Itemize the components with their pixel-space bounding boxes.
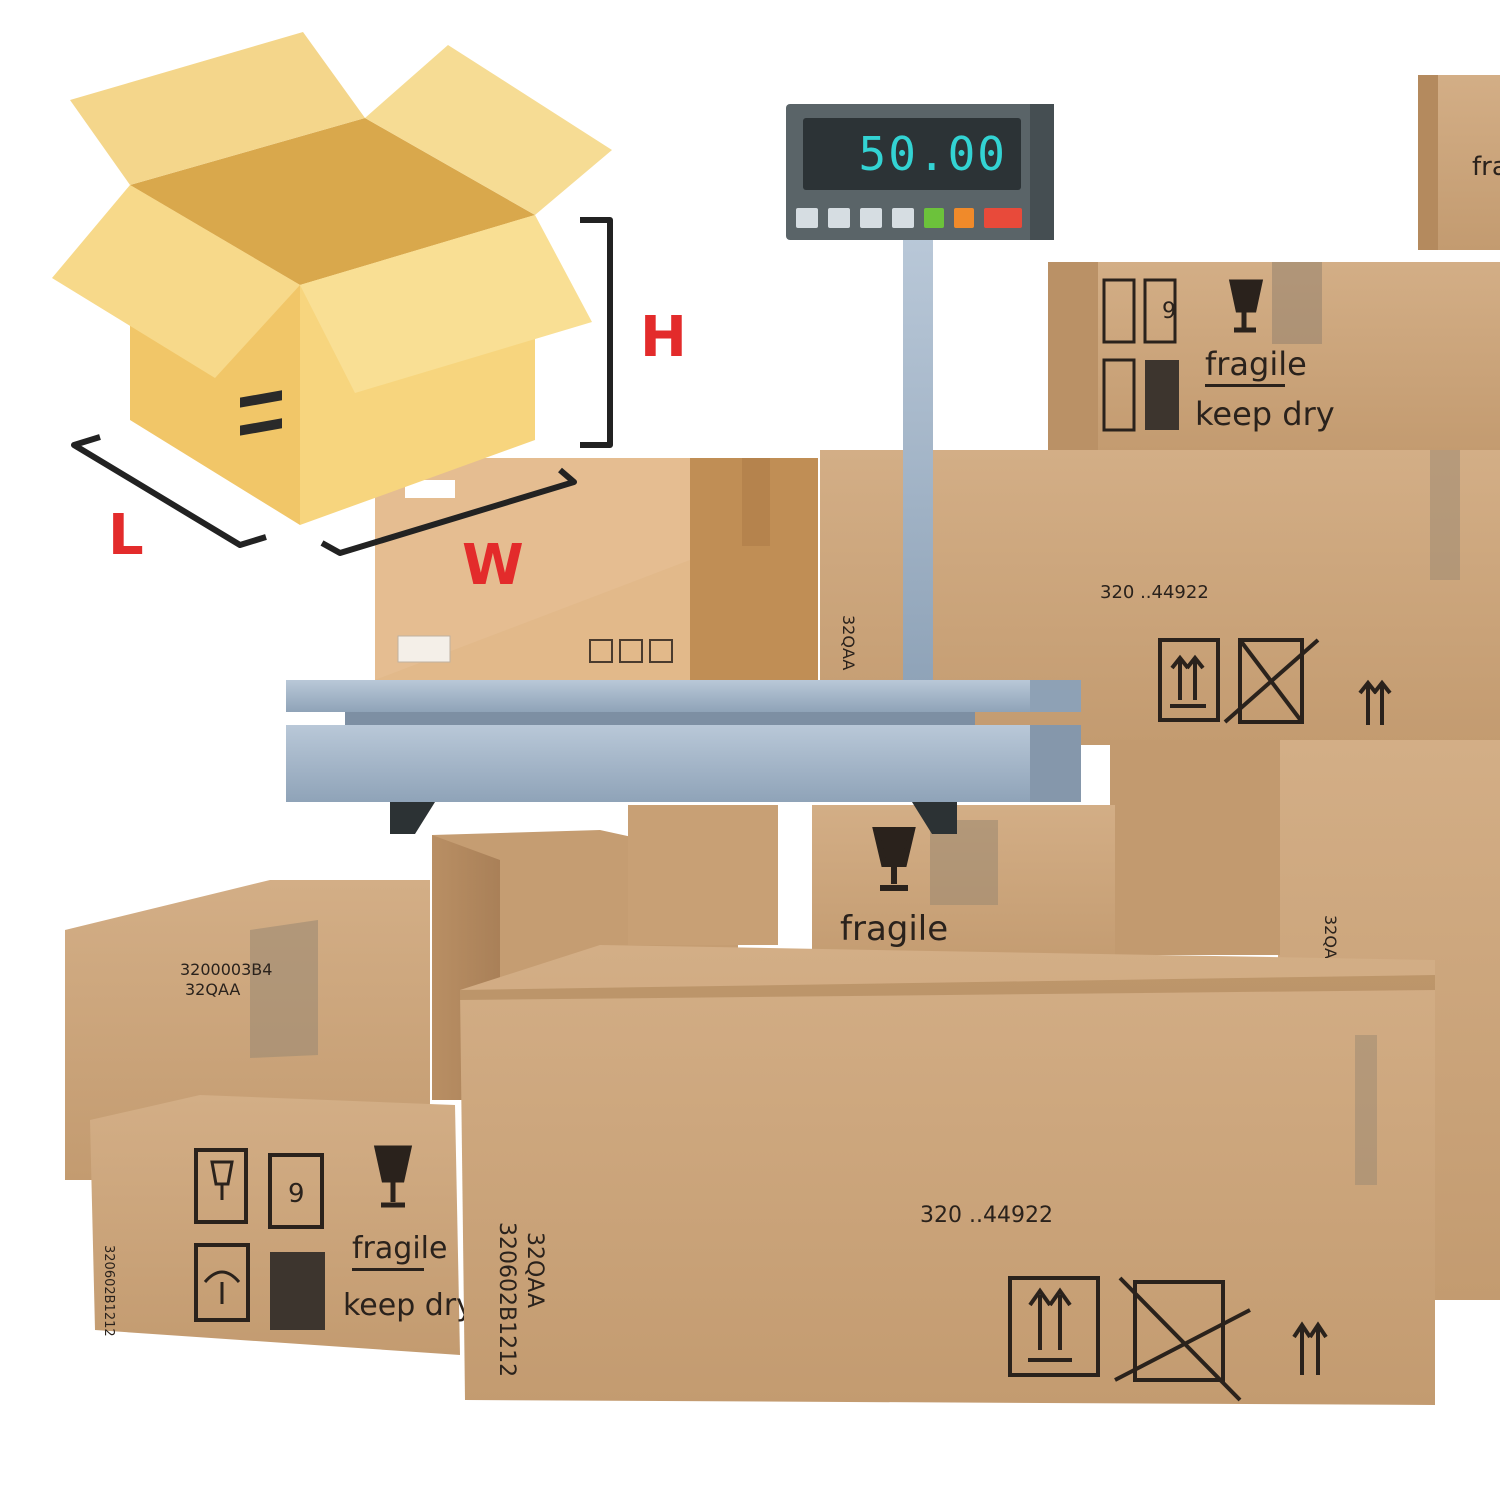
box-label-nine-lower: 9 <box>288 1179 305 1209</box>
scale-button-2 <box>828 208 850 228</box>
height-bracket <box>580 217 613 448</box>
box-top-right-small <box>1418 75 1500 250</box>
box-label-keepdry-upper: keep dry <box>1195 395 1335 433</box>
platform-scale <box>286 235 1081 834</box>
box-label-fragile-lower: fragile <box>352 1231 447 1266</box>
box-code-front-a: 32QAA <box>522 1232 547 1308</box>
box-label-nine-upper: 9 <box>1162 299 1176 324</box>
box-small-left-front <box>90 1095 460 1355</box>
box-label-keepdry-lower: keep dry <box>343 1288 474 1323</box>
box-fragile-center <box>812 805 1115 970</box>
box-label-fragile-center: fragile <box>840 909 948 949</box>
dimension-label-height: H <box>640 305 687 370</box>
box-code-small: 320602B1212 <box>101 1245 116 1337</box>
scale-button-1 <box>796 208 818 228</box>
dimension-label-length: L <box>108 503 144 568</box>
scale-button-red <box>984 208 1022 228</box>
box-code-side: 32QAA <box>839 615 858 670</box>
scale-button-green <box>924 208 944 228</box>
box-label-fragile-upper: fragile <box>1205 345 1307 383</box>
scale-button-3 <box>860 208 882 228</box>
scale-weight-display: 50.00 <box>803 118 1021 190</box>
box-code-right: 32QAA <box>1321 915 1340 970</box>
box-code-middle: 320 ..44922 <box>1100 582 1209 603</box>
box-large-front <box>460 945 1435 1405</box>
box-on-scale <box>375 458 818 680</box>
box-code-front-b: 320602B1212 <box>494 1222 519 1377</box>
box-label-fragile-partial: fragile <box>1472 152 1500 182</box>
scale-button-orange <box>954 208 974 228</box>
box-upper-right <box>1048 262 1500 452</box>
cartoon-box-illustration <box>52 32 613 556</box>
length-bracket <box>71 434 267 548</box>
box-code-front: 320 ..44922 <box>920 1203 1053 1228</box>
dimension-label-width: W <box>462 533 524 598</box>
box-code-left: 3200003B4 <box>180 960 272 979</box>
width-bracket <box>320 467 577 556</box>
scale-button-4 <box>892 208 914 228</box>
box-code-left-2: 32QAA <box>185 980 240 999</box>
